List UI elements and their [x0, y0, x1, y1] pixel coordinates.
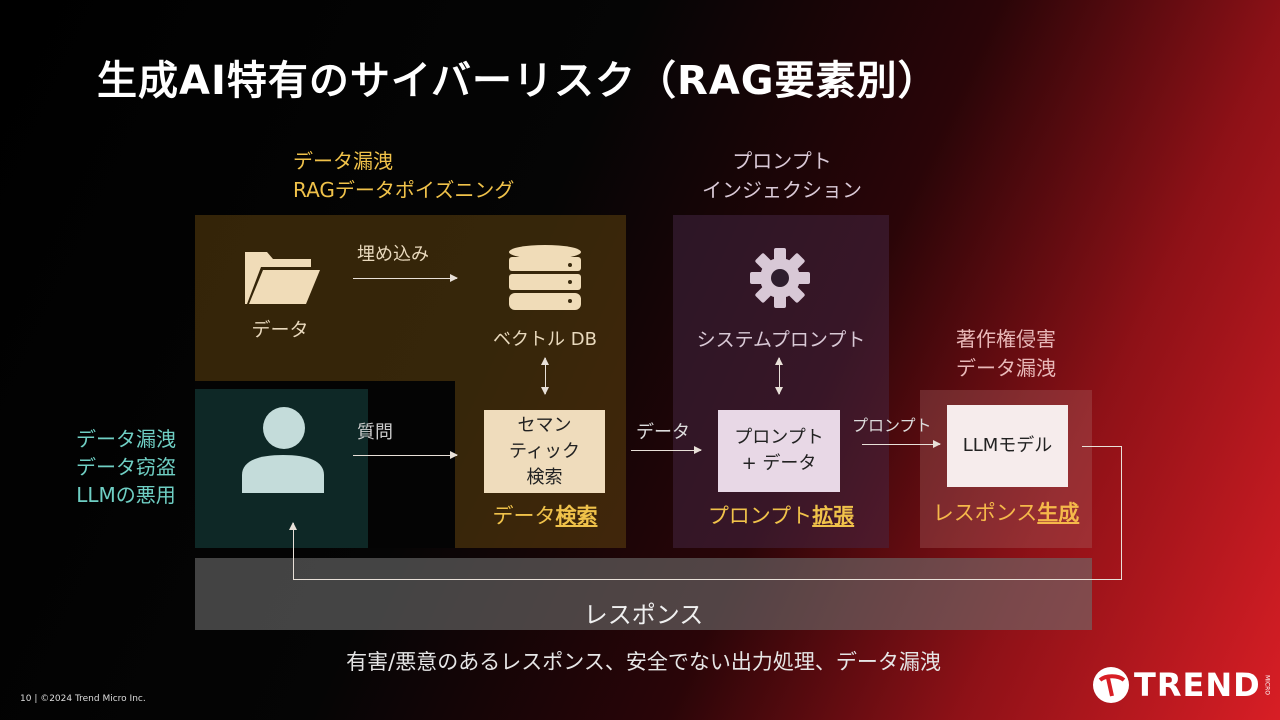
- question-arrow: [353, 451, 458, 459]
- stage-retrieve: データ検索: [470, 500, 620, 530]
- llm-model-node: LLMモデル: [947, 405, 1068, 487]
- response-risks: 有害/悪意のあるレスポンス、安全でない出力処理、データ漏洩: [346, 650, 941, 674]
- stage-emphasis: 拡張: [812, 504, 855, 528]
- folder-icon: [245, 252, 320, 304]
- llm-risks: 著作権侵害 データ漏洩: [920, 325, 1092, 383]
- return-line: [293, 579, 1122, 580]
- response-bar: [195, 558, 1092, 630]
- response-arrow: [289, 522, 297, 579]
- node-text: 検索: [526, 466, 563, 488]
- node-text: ティック: [509, 440, 580, 462]
- system-prompt-label: システムプロンプト: [696, 329, 866, 351]
- user-risks: データ漏洩 データ窃盗 LLMの悪用: [60, 425, 192, 509]
- data-arrow: [631, 446, 702, 454]
- response-label: レスポンス: [583, 601, 704, 629]
- embed-label: 埋め込み: [357, 244, 429, 265]
- db-arrow: [541, 357, 549, 395]
- prompt-arrow-label: プロンプト: [852, 416, 932, 435]
- question-label: 質問: [357, 422, 393, 443]
- database-icon: [509, 245, 581, 310]
- risk-label: インジェクション: [702, 178, 862, 202]
- user-icon: [242, 407, 324, 493]
- node-text: + データ: [741, 453, 817, 474]
- stage-prefix: データ: [492, 504, 556, 528]
- risk-label: 著作権侵害: [956, 327, 1056, 351]
- rag-risks: データ漏洩 RAGデータポイズニング: [293, 147, 514, 205]
- node-text: プロンプト: [734, 427, 824, 448]
- logo-sub: MICRO: [1263, 674, 1271, 696]
- stage-emphasis: 生成: [1037, 501, 1080, 525]
- embed-arrow: [353, 274, 458, 282]
- node-text: セマン: [517, 414, 572, 436]
- stage-augment: プロンプト拡張: [673, 500, 889, 530]
- risk-label: データ漏洩: [76, 427, 176, 451]
- node-text: LLMモデル: [962, 435, 1053, 456]
- prompt-data-node: プロンプト + データ: [718, 410, 840, 492]
- gear-icon: [750, 248, 810, 308]
- stage-prefix: プロンプト: [707, 504, 813, 528]
- risk-label: プロンプト: [732, 149, 832, 173]
- logo-mark-icon: [1093, 667, 1129, 703]
- data-arrow-label: データ: [636, 422, 690, 443]
- semantic-search-node: セマンティック検索: [484, 410, 605, 493]
- stage-generate: レスポンス生成: [920, 497, 1092, 527]
- return-line: [1082, 446, 1122, 447]
- risk-label: RAGデータポイズニング: [293, 178, 515, 202]
- data-label: データ: [251, 319, 309, 341]
- stage-prefix: レスポンス: [932, 501, 1038, 525]
- slide-title: 生成AI特有のサイバーリスク（RAG要素別）: [97, 58, 939, 104]
- return-line: [1121, 446, 1122, 580]
- logo-text: TREND: [1134, 666, 1261, 704]
- risk-label: データ窃盗: [76, 455, 176, 479]
- prompt-risks: プロンプト インジェクション: [680, 147, 884, 205]
- prompt-arrow: [862, 440, 941, 448]
- vector-db-label: ベクトル DB: [493, 329, 597, 350]
- system-prompt-arrow: [775, 357, 783, 395]
- risk-label: データ漏洩: [293, 149, 393, 173]
- footer-copyright: 10 | ©2024 Trend Micro Inc.: [20, 694, 146, 704]
- trend-micro-logo: TREND MICRO: [1092, 666, 1271, 704]
- risk-label: データ漏洩: [956, 356, 1056, 380]
- risk-label: LLMの悪用: [76, 483, 176, 507]
- stage-emphasis: 検索: [555, 504, 598, 528]
